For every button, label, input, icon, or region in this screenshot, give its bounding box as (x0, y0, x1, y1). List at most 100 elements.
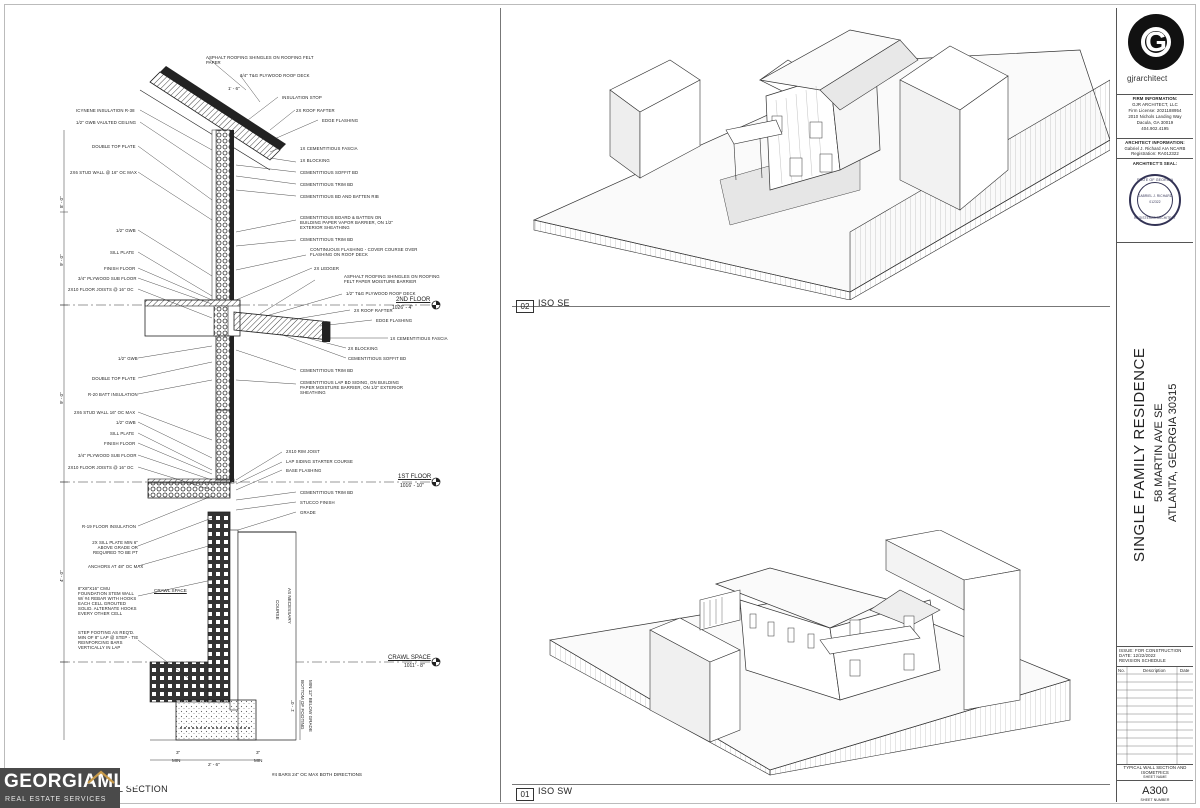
sheet-number-label: SHEET NUMBER (1140, 798, 1170, 802)
sheet-name-section: TYPICAL WALL SECTION AND ISOMETRICS SHEE… (1117, 764, 1193, 781)
callout-left: ANCHORS AT 48" OC MAX (88, 564, 144, 569)
as-necessary-label: AS NECESSARY (287, 588, 292, 624)
firm-info-section: FIRM INFORMATION: GJR ARCHITECT, LLC Fir… (1117, 94, 1193, 139)
view-divider (512, 784, 1110, 785)
level-2nd-name: 2ND FLOOR (396, 297, 431, 303)
callout-left: 2X6 STUD WALL @ 16" OC MAX (70, 170, 137, 175)
seal-top-text: STATE OF GEORGIA (1136, 178, 1174, 182)
callout-left: 3/4" PLYWOOD SUB FLOOR (78, 453, 137, 458)
revision-col-date: Date (1180, 668, 1190, 673)
seal-heading: ARCHITECT'S SEAL: (1132, 161, 1178, 166)
drawing-sheet (4, 4, 1196, 804)
callout-left: FINISH FLOOR (104, 441, 136, 446)
seal-bottom-text: REGISTERED ARCHITECT (1134, 216, 1176, 220)
callout-left: 3/4" PLYWOOD SUB FLOOR (78, 276, 137, 281)
callout-left: STEP FOOTING AS REQ'D. MIN OF 8" LAP @ S… (78, 630, 139, 650)
callout-right: CEMENTITIOUS SOFFIT BD (348, 356, 407, 361)
view-divider (512, 306, 1110, 307)
firm-logo-text: gjrarchitect (1127, 74, 1168, 83)
callout-right: EDGE FLASHING (376, 318, 413, 323)
mls-watermark: GEORGIAMLS REAL ESTATE SERVICES (0, 768, 138, 808)
callout-right: ASPHALT ROOFING SHINGLES ON ROOFING FELT… (206, 55, 314, 65)
callout-right: CEMENTITIOUS TRIM BD (300, 490, 354, 495)
view-number-iso-sw: 01 (516, 788, 534, 801)
callout-right: 2X BLOCKING (348, 346, 378, 351)
view-number-iso-se: 02 (516, 300, 534, 313)
callout-right: 1/2" T&G PLYWOOD ROOF DECK (346, 291, 416, 296)
revision-col-desc: Description (1143, 668, 1166, 673)
callout-left: SILL PLATE (110, 431, 135, 436)
course-label: COURSE (275, 600, 280, 620)
architect-info-line: Registration: RA012322 (1131, 151, 1179, 156)
revision-table: No. Description Date (1117, 666, 1193, 765)
firm-info-heading: FIRM INFORMATION: (1132, 96, 1178, 101)
callout-right: INSULATION STOP (282, 95, 322, 100)
watermark-subtitle: REAL ESTATE SERVICES (5, 796, 107, 803)
callout-right: CEMENTITIOUS LAP BD SIDING, ON BUILDING … (300, 380, 404, 395)
bars-label: #4 BARS 24" OC MAX BOTH DIRECTIONS (272, 772, 362, 777)
crawl-height-dim: 4' - 0" (59, 570, 64, 582)
issue-date: DATE: 12/22/2022 (1119, 653, 1156, 658)
view-title-iso-sw: ISO SW (538, 786, 573, 796)
house-roof-icon (87, 770, 115, 784)
callout-left: R-19 FLOOR INSULATION (82, 524, 137, 529)
callout-right: CEMENTITIOUS TRIM BD (300, 368, 354, 373)
firm-info-line: GJR ARCHITECT, LLC (1132, 102, 1178, 107)
sheet-name-label: SHEET NAME (1143, 775, 1167, 779)
callout-right: ASPHALT ROOFING SHINGLES ON ROOFING FELT… (344, 274, 440, 284)
callout-right: 1X CEMENTITIOUS FASCIA (300, 146, 358, 151)
level-crawl-elev: 1011' - 8" (404, 663, 425, 669)
callout-left: R-20 BATT INSULATION (88, 392, 138, 397)
callout-left: 1/2" GWB (116, 228, 136, 233)
callout-right: 2X LEDGER (314, 266, 340, 271)
callout-right: CEMENTITIOUS TRIM BD (300, 182, 354, 187)
view-divider (500, 8, 501, 802)
sheet-number: A300 (1142, 785, 1168, 797)
callout-right: 1X CEMENTITIOUS FASCIA (390, 336, 448, 341)
firm-info-line: 2010 Nichols Landing Way (1128, 114, 1182, 119)
sheet-number-section: A300 SHEET NUMBER (1117, 780, 1193, 802)
seal-name-text: GABRIEL J. RICHARD (1137, 194, 1173, 198)
revision-col-no: No. (1118, 668, 1125, 673)
title-block: G gjrarchitect FIRM INFORMATION: GJR ARC… (1116, 8, 1193, 802)
callout-right: CONTINUOUS FLASHING - COVER COURSE OVER … (310, 247, 418, 257)
firm-logo-icon: G (1128, 14, 1184, 70)
callout-right: 2X ROOF RAFTER (354, 308, 393, 313)
project-title: SINGLE FAMILY RESIDENCE (1131, 347, 1148, 562)
project-address-line1: 58 MARTIN AVE SE (1153, 403, 1165, 502)
callout-left: 2X6 STUD WALL 16" OC MAX (74, 410, 136, 415)
firm-info-line: Firm License: 2021188954 (1128, 108, 1182, 113)
callout-left: DOUBLE TOP PLATE (92, 144, 136, 149)
callout-right: 3/4" T&G PLYWOOD ROOF DECK (240, 73, 310, 78)
footing-depth-dim: 1' - 0" (290, 700, 295, 712)
level-1st-name: 1ST FLOOR (398, 474, 432, 480)
min-below-grade-label: MIN 12" BELOW GRADE (308, 680, 313, 732)
callout-left: 1/2" GWB (118, 356, 138, 361)
view-title-iso-se: ISO SE (538, 298, 570, 308)
level-crawl-name: CRAWL SPACE (388, 655, 431, 661)
seal-number-text: 012322 (1149, 200, 1161, 204)
callout-left: SILL PLATE (110, 250, 135, 255)
architect-seal-icon: STATE OF GEORGIA GABRIEL J. RICHARD 0123… (1129, 174, 1181, 226)
architect-info-section: ARCHITECT INFORMATION: Gabriel J. Richar… (1117, 138, 1193, 159)
callout-right: STUCCO FINISH (300, 500, 335, 505)
footing-width-dim: 2' - 6" (208, 762, 220, 767)
callout-right: 1X BLOCKING (300, 158, 330, 163)
architect-info-line: Gabriel J. Richard AIA NCARB (1124, 146, 1186, 151)
callout-right: BASE FLASHING (286, 468, 322, 473)
callout-right: LAP SIDING STARTER COURSE (286, 459, 353, 464)
iso-se-drawing (532, 29, 1110, 300)
min-label: MIN (254, 758, 263, 763)
callout-left: 2X SILL PLATE MIN 6" ABOVE GRADE OR REQU… (92, 540, 138, 555)
vault-height-dim: 8' - 0" (59, 196, 64, 208)
callout-right: 2X ROOF RAFTER (296, 108, 335, 113)
seal-section: ARCHITECT'S SEAL: STATE OF GEORGIA GABRI… (1117, 158, 1193, 243)
sheet-name: TYPICAL WALL SECTION AND ISOMETRICS (1123, 765, 1187, 775)
level-2nd-elev: 1026' - 4" (392, 305, 414, 311)
callout-right: EDGE FLASHING (322, 118, 359, 123)
wall-section-title: L SECTION (118, 784, 168, 794)
overhang-dim: 1' - 6" (228, 86, 240, 91)
callout-right: GRADE (300, 510, 316, 515)
callout-left: 1/2" GWB (116, 420, 136, 425)
wall-section-drawing (60, 57, 441, 761)
